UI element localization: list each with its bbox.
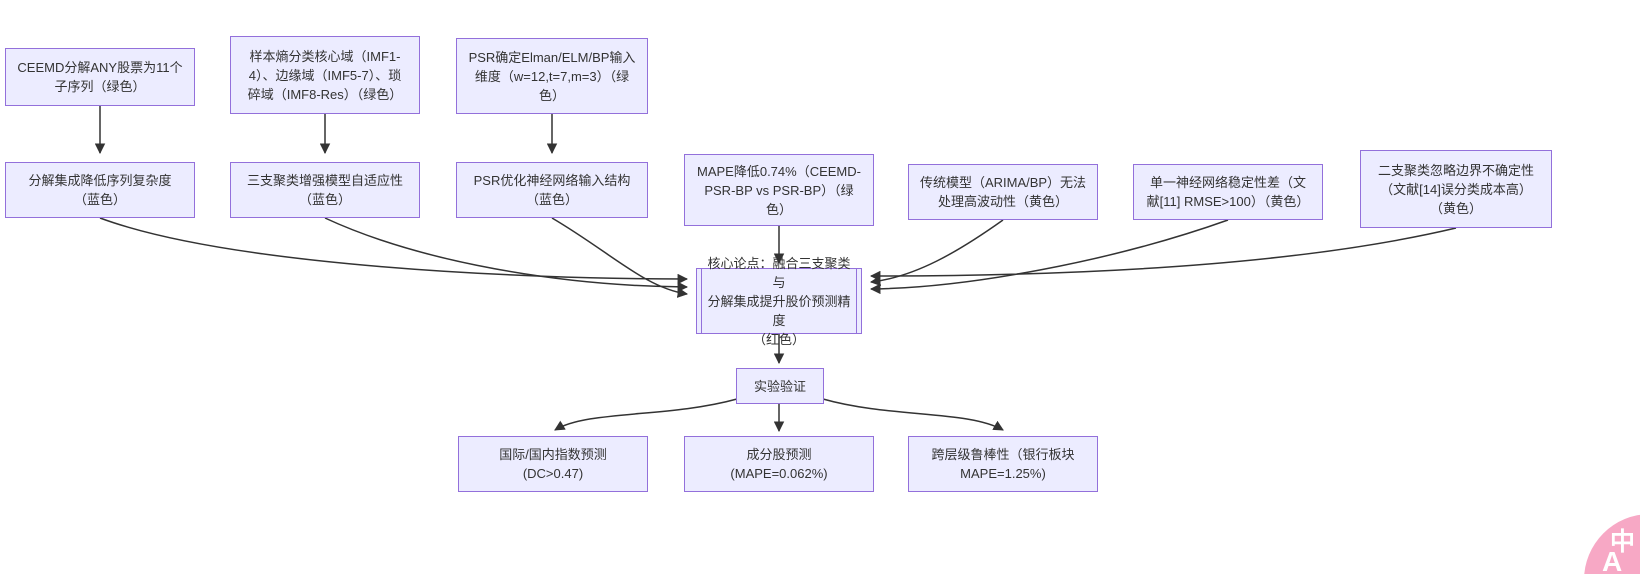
node-three-way-clustering-adaptivity: 三支聚类增强模型自适应性 （蓝色） — [230, 162, 420, 218]
node-decomposition-complexity: 分解集成降低序列复杂度 （蓝色） — [5, 162, 195, 218]
node-two-way-clustering-limitation: 二支聚类忽略边界不确定性 （文献[14]误分类成本高） （黄色） — [1360, 150, 1552, 228]
edge-experiment-to-robustness — [822, 398, 1004, 431]
node-experiment-validation: 实验验证 — [736, 368, 824, 404]
edge-threeway-to-core — [324, 217, 689, 293]
edge-twoway-to-core — [869, 227, 1457, 282]
node-traditional-model-limitation: 传统模型（ARIMA/BP）无法 处理高波动性（黄色） — [908, 164, 1098, 220]
edge-traditional-to-core — [869, 219, 1004, 287]
translate-badge-a-glyph: A — [1602, 546, 1623, 574]
node-single-nn-instability: 单一神经网络稳定性差（文 献[11] RMSE>100）（黄色） — [1133, 164, 1323, 220]
node-psr-network-structure: PSR优化神经网络输入结构 （蓝色） — [456, 162, 648, 218]
edge-psropt-to-core — [551, 217, 689, 298]
node-sample-entropy-classification: 样本熵分类核心域（IMF1- 4）、边缘域（IMF5-7）、琐 碎域（IMF8-… — [230, 36, 420, 114]
node-ceemd-decomposition: CEEMD分解ANY股票为11个 子序列（绿色） — [5, 48, 195, 106]
edge-experiment-to-index — [554, 398, 738, 431]
core-thesis-label: 核心论点：融合三支聚类与 分解集成提升股价预测精度 （红色） — [707, 255, 851, 347]
node-core-thesis: 核心论点：融合三支聚类与 分解集成提升股价预测精度 （红色） — [696, 256, 862, 347]
node-mape-improvement: MAPE降低0.74%（CEEMD- PSR-BP vs PSR-BP）（绿 色… — [684, 154, 874, 226]
node-cross-level-robustness: 跨层级鲁棒性（银行板块 MAPE=1.25%) — [908, 436, 1098, 492]
subroutine-left-line — [701, 269, 702, 333]
translate-badge[interactable]: 中 A — [1584, 514, 1640, 574]
node-component-stock-prediction: 成分股预测 (MAPE=0.062%) — [684, 436, 874, 492]
edge-singlenn-to-core — [869, 219, 1229, 295]
node-index-prediction: 国际/国内指数预测 (DC>0.47) — [458, 436, 648, 492]
node-psr-input-dimension: PSR确定Elman/ELM/BP输入 维度（w=12,t=7,m=3）（绿 色… — [456, 38, 648, 114]
translate-badge-zh-glyph: 中 — [1610, 528, 1636, 556]
subroutine-right-line — [856, 269, 857, 333]
edge-decomp-to-core — [99, 217, 689, 285]
